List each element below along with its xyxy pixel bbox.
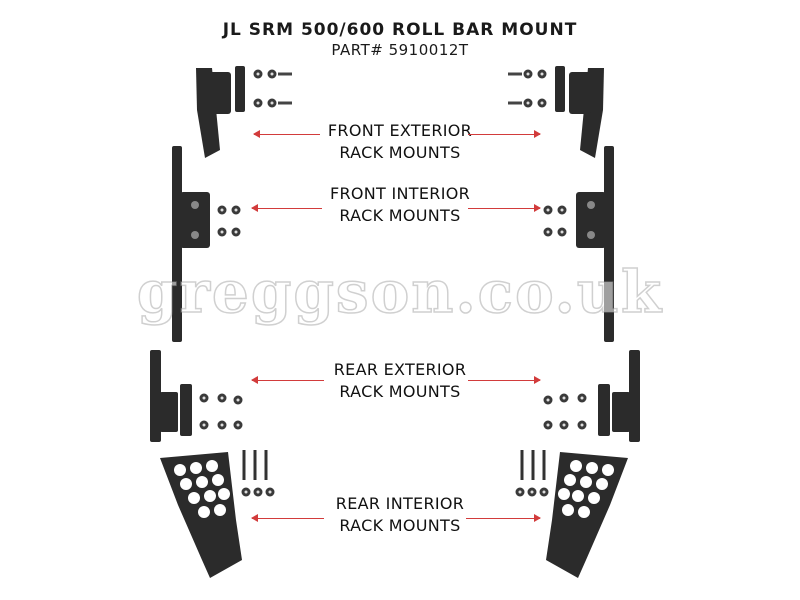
label-line2: RACK MOUNTS xyxy=(339,206,461,225)
front-interior-left-bracket xyxy=(172,146,210,342)
rear-exterior-left-bracket xyxy=(150,350,192,442)
front-interior-left-hardware xyxy=(217,205,241,237)
rear-exterior-left-hardware xyxy=(199,393,243,430)
label-line1: REAR INTERIOR xyxy=(335,494,465,513)
front-interior-right-bracket xyxy=(576,146,614,342)
label-front-interior: FRONT INTERIOR RACK MOUNTS xyxy=(300,183,500,227)
front-interior-right-hardware xyxy=(543,205,567,237)
arrow-left-rear-exterior xyxy=(251,376,324,384)
rear-interior-right-bracket xyxy=(546,452,628,578)
rear-interior-left-bracket xyxy=(160,452,242,578)
rear-interior-right-hardware xyxy=(520,450,546,480)
arrow-right-rear-interior xyxy=(466,514,541,522)
label-rear-exterior: REAR EXTERIOR RACK MOUNTS xyxy=(300,359,500,403)
arrow-right-front-interior xyxy=(468,204,541,212)
rear-interior-right-washers xyxy=(515,487,549,497)
rear-interior-left-washers xyxy=(241,487,275,497)
watermark: greggson.co.uk xyxy=(136,257,664,327)
rear-exterior-right-bracket xyxy=(598,350,640,442)
label-line1: REAR EXTERIOR xyxy=(333,360,467,379)
arrow-left-rear-interior xyxy=(251,514,324,522)
front-exterior-left-hardware xyxy=(253,69,292,108)
label-line2: RACK MOUNTS xyxy=(339,516,461,535)
label-line2: RACK MOUNTS xyxy=(339,143,461,162)
rear-exterior-right-hardware xyxy=(543,393,587,430)
front-exterior-right-bracket xyxy=(555,66,604,158)
part-number: PART# 5910012T xyxy=(331,41,469,59)
product-title: JL SRM 500/600 ROLL BAR MOUNT xyxy=(222,20,578,40)
arrow-right-rear-exterior xyxy=(468,376,541,384)
front-exterior-right-hardware xyxy=(508,69,547,108)
arrow-left-front-exterior xyxy=(253,130,320,138)
label-line1: FRONT EXTERIOR xyxy=(327,121,473,140)
label-front-exterior: FRONT EXTERIOR RACK MOUNTS xyxy=(300,120,500,164)
arrow-left-front-interior xyxy=(251,204,322,212)
label-rear-interior: REAR INTERIOR RACK MOUNTS xyxy=(300,493,500,537)
label-line2: RACK MOUNTS xyxy=(339,382,461,401)
arrow-right-front-exterior xyxy=(468,130,541,138)
rear-interior-left-hardware xyxy=(242,450,268,480)
label-line1: FRONT INTERIOR xyxy=(329,184,471,203)
front-exterior-left-bracket xyxy=(196,66,245,158)
